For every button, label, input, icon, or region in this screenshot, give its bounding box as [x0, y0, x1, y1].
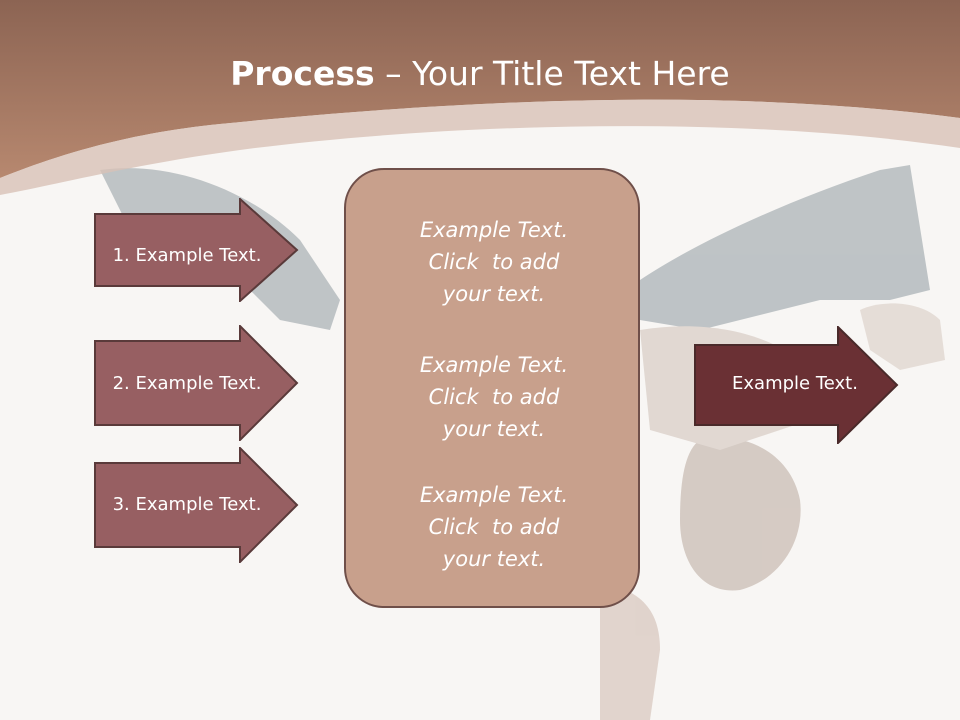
slide-title[interactable]: Process – Your Title Text Here [0, 52, 960, 96]
left-arrow-1-label: 1. Example Text. [112, 245, 262, 266]
left-arrow-3-label: 3. Example Text. [112, 494, 262, 515]
right-arrow-label: Example Text. [732, 373, 858, 394]
center-text-block-3: Example Text. Click to add your text. [419, 483, 569, 571]
center-text-box[interactable]: Example Text. Click to add your text. Ex… [344, 168, 640, 608]
right-arrow[interactable] [694, 326, 900, 444]
left-arrow-1[interactable] [94, 198, 300, 302]
title-rest: – Your Title Text Here [374, 54, 730, 93]
title-bold: Process [230, 54, 375, 93]
center-text-block-2: Example Text. Click to add your text. [419, 353, 569, 441]
center-text-block-1: Example Text. Click to add your text. [419, 218, 569, 306]
left-arrow-2[interactable] [94, 325, 300, 441]
left-arrow-3[interactable] [94, 447, 300, 563]
left-arrow-2-label: 2. Example Text. [112, 373, 262, 394]
